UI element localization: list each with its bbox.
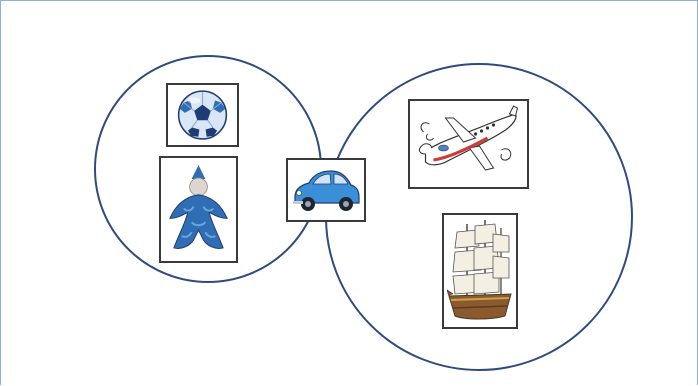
plush-toy-card bbox=[159, 156, 238, 263]
car-card bbox=[286, 158, 366, 222]
sailing-ship-card bbox=[442, 213, 518, 329]
sailing-ship-icon bbox=[447, 220, 512, 320]
ball-icon bbox=[177, 90, 228, 140]
airplane-card bbox=[408, 99, 529, 189]
plush-toy-icon bbox=[169, 165, 228, 249]
airplane-icon bbox=[418, 105, 519, 171]
car-icon bbox=[293, 170, 360, 211]
ball-card bbox=[166, 83, 239, 147]
